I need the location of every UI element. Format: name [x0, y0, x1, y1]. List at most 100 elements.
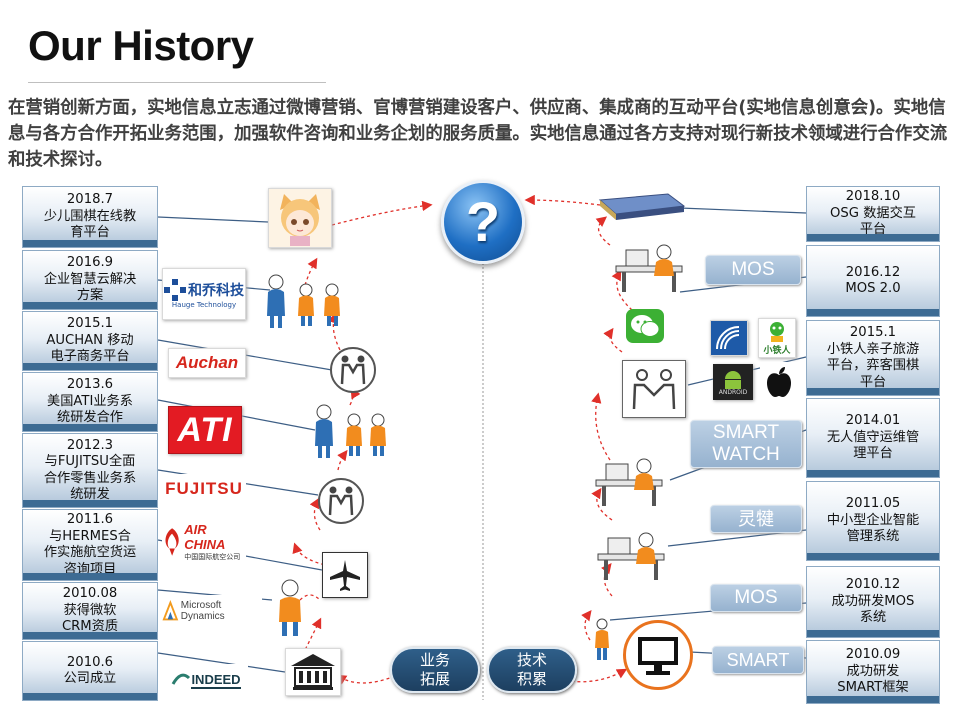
xiaotieren-logo: 小铁人 — [758, 318, 796, 358]
milestone-date: 2016.12 — [845, 264, 901, 280]
milestone-2015-1-left: 2015.1 AUCHAN 移动 电子商务平台 — [22, 311, 158, 371]
mos-tag-top[interactable]: MOS — [705, 255, 801, 285]
building-icon — [285, 648, 341, 696]
box-bar — [23, 240, 157, 247]
air-china-logo: AIR CHINA 中国国际航空公司 — [162, 520, 246, 564]
person-thinking-icon — [279, 579, 301, 636]
milestone-text: CRM资质 — [61, 619, 119, 635]
person-at-computer-icon-3 — [597, 532, 665, 580]
milestone-text: 无人值守运维管 — [826, 429, 920, 445]
milestone-text: 美国ATI业务系 — [47, 393, 133, 409]
milestone-2010-6: 2010.6 公司成立 — [22, 641, 158, 701]
ati-logo: ATI — [168, 406, 242, 454]
hoge-technology-logo: 和乔科技 Hauge Technology — [162, 268, 246, 320]
milestone-text: 育平台 — [70, 225, 110, 241]
milestone-text: 小铁人亲子旅游 — [826, 341, 920, 357]
question-mark-glyph: ? — [465, 190, 501, 253]
box-bar — [807, 553, 939, 560]
milestone-2018-7: 2018.7 少儿围棋在线教 育平台 — [22, 186, 158, 248]
air-china-logo-text: AIR CHINA — [184, 522, 226, 552]
milestone-text: 管理系统 — [846, 529, 900, 545]
milestone-text: 咨询项目 — [63, 561, 117, 577]
box-bar — [23, 500, 157, 507]
microsoft-logo-text: Microsoft Dynamics — [180, 600, 225, 622]
milestone-text: 统研发合作 — [57, 410, 123, 426]
anime-girl-image — [268, 188, 332, 248]
milestone-text: 统研发 — [70, 487, 110, 502]
milestone-text: 中小型企业智能 — [826, 512, 920, 528]
xiaotieren-logo-text: 小铁人 — [763, 345, 791, 356]
milestone-text: 电子商务平台 — [50, 349, 130, 365]
left-dashed-path — [292, 200, 433, 685]
milestone-text: 平台，弈客围棋 — [826, 358, 920, 373]
radar-app-icon — [710, 320, 748, 356]
milestone-text: 少儿围棋在线教 — [43, 208, 137, 224]
mos-tag-bottom[interactable]: MOS — [710, 584, 802, 612]
milestone-date: 2018.7 — [66, 192, 114, 208]
box-bar — [807, 470, 939, 477]
box-bar — [23, 693, 157, 700]
milestone-2014-01: 2014.01 无人值守运维管 理平台 — [806, 398, 940, 478]
milestone-date: 2013.6 — [66, 377, 114, 393]
tag-label: MOS — [731, 259, 775, 280]
milestone-text: 合作零售业务系 — [43, 470, 137, 486]
box-bar — [807, 630, 939, 637]
box-bar — [23, 424, 157, 431]
pill-text: 拓展 — [419, 670, 450, 688]
handshake-icon-2 — [318, 478, 364, 524]
milestone-text: 与FUJITSU全面 — [44, 454, 136, 469]
milestone-date: 2015.1 — [66, 316, 114, 332]
indeed-logo: INDEED — [164, 664, 248, 696]
pill-text: 积累 — [516, 670, 547, 688]
smart-watch-tag[interactable]: SMART WATCH — [690, 420, 802, 468]
milestone-date: 2011.6 — [66, 512, 114, 527]
milestone-text: 方案 — [76, 288, 104, 304]
milestone-text: 平台 — [859, 222, 887, 238]
title-divider — [28, 82, 326, 83]
milestone-date: 2010.6 — [66, 654, 114, 670]
box-bar — [807, 388, 939, 395]
tag-label: 灵犍 — [738, 509, 774, 529]
box-bar — [23, 302, 157, 309]
milestone-text: 获得微软 — [63, 602, 117, 618]
milestone-text: 理平台 — [853, 446, 893, 462]
box-bar — [807, 309, 939, 316]
intro-paragraph: 在营销创新方面，实地信息立志通过微博营销、官博营销建设客户、供应商、集成商的互动… — [8, 98, 948, 170]
milestone-2015-1-right: 2015.1 小铁人亲子旅游 平台，弈客围棋 平台 — [806, 320, 940, 396]
milestone-text: 企业智慧云解决 — [43, 271, 137, 287]
computer-monitor-icon — [623, 620, 693, 690]
milestone-text: 平台 — [859, 374, 887, 390]
milestone-date: 2018.10 — [845, 189, 901, 205]
milestone-date: 2010.08 — [62, 586, 118, 602]
milestone-text: MOS 2.0 — [845, 281, 901, 296]
page-title: Our History — [28, 22, 254, 69]
tag-label: MOS — [734, 587, 778, 608]
milestone-text: AUCHAN 移动 — [46, 332, 134, 348]
milestone-2013-6: 2013.6 美国ATI业务系 统研发合作 — [22, 372, 158, 432]
wechat-icon — [625, 308, 665, 344]
handshake-app-icon — [622, 360, 686, 418]
milestone-text: 与HERMES合 — [49, 528, 131, 544]
milestone-text: OSG 数据交互 — [830, 205, 916, 221]
hoge-logo-subtext: Hauge Technology — [171, 301, 237, 309]
milestone-text: 作实施航空货运 — [43, 545, 137, 560]
milestone-text: 成功研发 — [846, 663, 900, 679]
milestone-2018-10: 2018.10 OSG 数据交互 平台 — [806, 186, 940, 242]
milestone-2010-09: 2010.09 成功研发 SMART框架 — [806, 640, 940, 704]
tag-label: SMART — [726, 650, 790, 670]
milestone-2011-6: 2011.6 与HERMES合 作实施航空货运 咨询项目 — [22, 509, 158, 581]
smart-tag[interactable]: SMART — [712, 646, 804, 674]
server-rack-icon — [598, 193, 686, 220]
lingjian-tag[interactable]: 灵犍 — [710, 505, 802, 533]
handshake-icon-1 — [330, 347, 376, 393]
air-china-logo-subtext: 中国国际航空公司 — [184, 553, 241, 561]
box-bar — [23, 363, 157, 370]
auchan-logo: Auchan — [168, 348, 246, 378]
tag-label: SMART — [712, 422, 780, 443]
business-expansion-pill: 业务 拓展 — [390, 647, 480, 693]
microsoft-dynamics-logo: Microsoft Dynamics — [162, 595, 262, 627]
milestone-2010-08: 2010.08 获得微软 CRM资质 — [22, 582, 158, 640]
box-bar — [807, 696, 939, 703]
milestone-2012-3: 2012.3 与FUJITSU全面 合作零售业务系 统研发 — [22, 433, 158, 508]
milestone-date: 2016.9 — [66, 255, 114, 271]
